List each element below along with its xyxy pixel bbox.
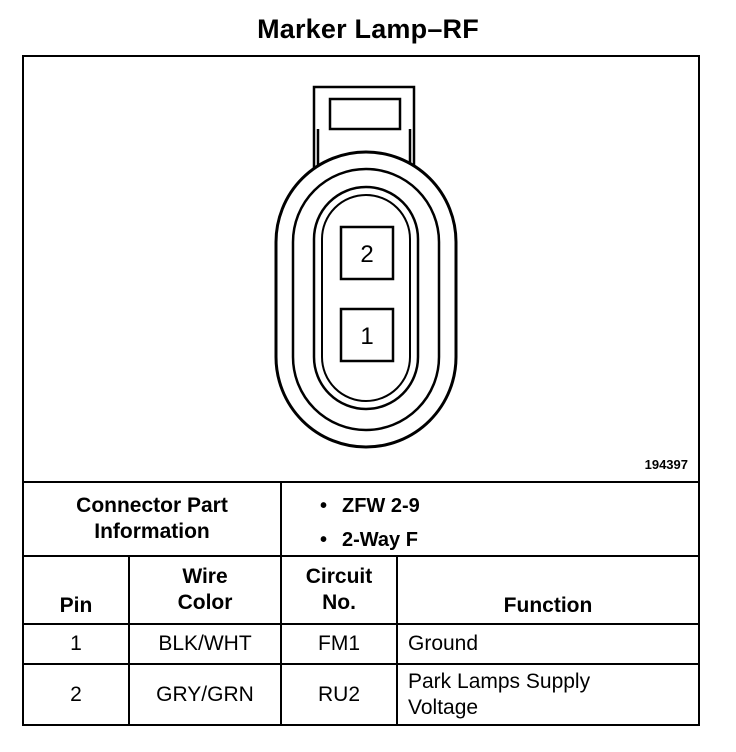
col-divider-1	[128, 555, 130, 726]
pin-2-box	[339, 225, 395, 281]
header-pin: Pin	[59, 594, 93, 617]
connector-info-item: 2-Way F	[320, 523, 420, 557]
connector-info-label: Connector Part Information	[76, 494, 228, 543]
divider-row1	[24, 663, 698, 665]
row-1-pin: 1	[70, 632, 82, 655]
row-2-function: Park Lamps Supply Voltage	[408, 670, 591, 719]
row-2-wire-color: GRY/GRN	[156, 683, 254, 706]
connector-frame: 2 1 194397 Connector Part Information ZF…	[22, 55, 700, 726]
header-circuit: Circuit No.	[305, 565, 373, 614]
info-divider	[280, 481, 282, 555]
col-divider-2	[280, 555, 282, 726]
connector-cavity-inner	[321, 194, 411, 402]
connector-drawing: 2 1	[274, 85, 458, 449]
connector-info-item: ZFW 2-9	[320, 489, 420, 523]
header-function: Function	[503, 594, 593, 617]
connector-shell-outer	[274, 150, 458, 449]
row-1-wire-color: BLK/WHT	[158, 632, 252, 655]
pin-1-box	[339, 307, 395, 363]
row-2-circuit: RU2	[317, 683, 360, 706]
diagram-title: Marker Lamp–RF	[257, 14, 479, 44]
col-divider-3	[396, 555, 398, 726]
pin-2-label: 2	[360, 241, 373, 268]
header-wire-color: Wire Color	[177, 565, 233, 614]
connector-info-list: ZFW 2-9 2-Way F	[320, 489, 420, 557]
connector-cavity-outer	[312, 185, 420, 411]
row-1-function: Ground	[408, 632, 479, 655]
divider-header	[24, 623, 698, 625]
pin-1-label: 1	[360, 323, 373, 350]
row-2-pin: 2	[70, 683, 82, 706]
row-1-circuit: FM1	[318, 632, 360, 655]
divider-drawing	[24, 481, 698, 483]
figure-number: 194397	[644, 457, 688, 472]
connector-shell-inner	[291, 167, 441, 432]
